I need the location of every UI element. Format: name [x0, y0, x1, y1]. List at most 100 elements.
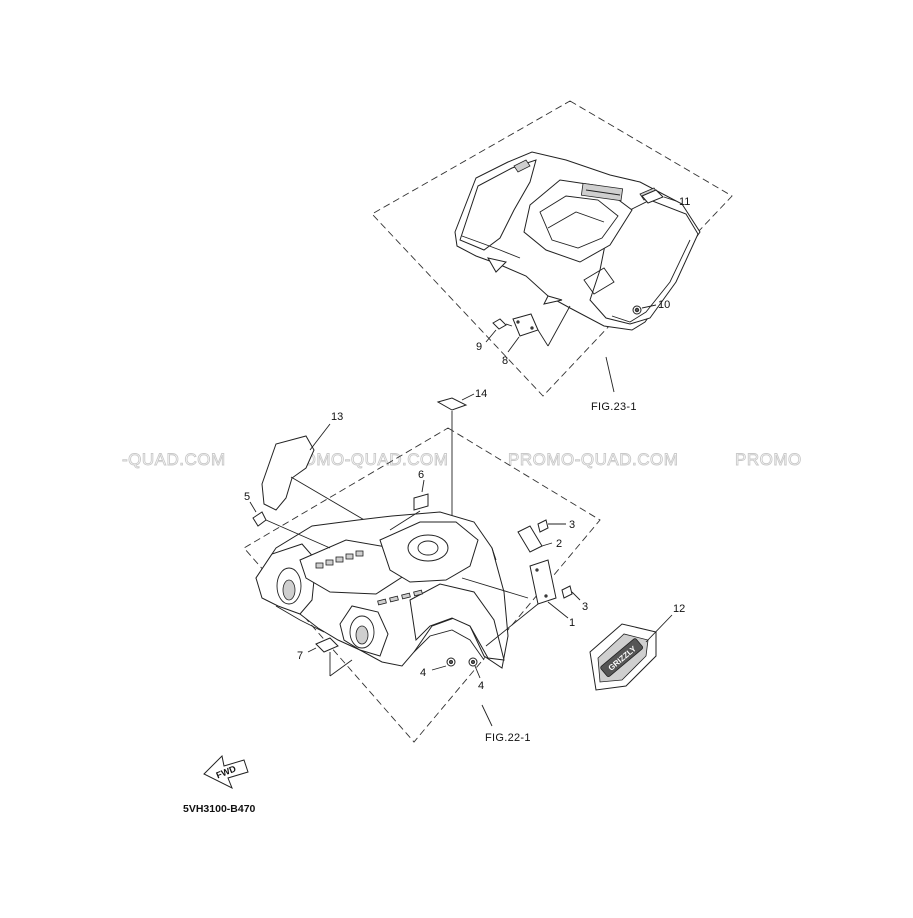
rear-fender-right-flap	[543, 295, 563, 305]
front-fender-mount	[491, 547, 497, 561]
watermark-text-4: PROMO	[735, 450, 802, 469]
front-fender-right-headlight-lens	[355, 625, 369, 645]
emblem-badge-bg	[600, 638, 644, 677]
leader-5-body	[329, 659, 353, 677]
part-8-hole-2	[530, 326, 534, 330]
leader-6	[421, 479, 425, 493]
vent-2	[325, 559, 334, 566]
leader-5	[307, 647, 317, 653]
fig-ref-front: FIG.22-1	[485, 732, 531, 744]
part-11-decal	[641, 189, 664, 204]
leader-8	[507, 336, 520, 353]
grill-slot-3	[401, 592, 411, 600]
front-fender-tank-cap	[417, 540, 439, 556]
callout-1: 1	[569, 617, 575, 629]
part-1-plate	[529, 559, 557, 605]
callout-3-upper: 3	[569, 519, 575, 531]
leader-3-lower	[571, 591, 581, 601]
leader-7-body	[265, 519, 331, 549]
part-9-clip-shaft	[505, 323, 513, 327]
callout-5: 7	[297, 650, 303, 662]
rear-fender-edge-line-1	[461, 235, 521, 259]
front-fender-lower-edge-1	[275, 605, 325, 633]
part-2-plate	[517, 525, 543, 553]
leader-1	[547, 601, 569, 619]
rear-fender	[454, 151, 701, 331]
grill-slot-1	[377, 598, 387, 606]
part-4-grommet-right-hole	[470, 660, 475, 665]
vent-4	[345, 553, 354, 560]
rear-fender-rack-line	[585, 189, 621, 196]
leader-2	[541, 542, 553, 547]
rear-fender-cargo-inner	[539, 195, 619, 249]
front-fender-right-side	[409, 583, 505, 661]
part-6-decal	[413, 493, 429, 511]
leader-6-body	[389, 510, 421, 531]
callout-14: 14	[475, 388, 487, 400]
front-fender-grill	[377, 589, 423, 606]
part-5-decal	[315, 637, 339, 653]
leader-10	[641, 304, 657, 309]
callout-2: 2	[556, 538, 562, 550]
watermark-text-3: PROMO-QUAD.COM	[508, 450, 678, 469]
front-fender-left-headlight-lens	[282, 579, 296, 601]
leader-8-fender	[547, 305, 571, 347]
front-fender-tank-cap-ring	[407, 534, 449, 562]
callout-4-right: 4	[478, 680, 484, 692]
leader-1-fender	[461, 577, 529, 599]
part-1-hole-2	[544, 594, 548, 598]
callout-11: 11	[679, 196, 690, 208]
leader-9	[485, 329, 497, 343]
rear-fender-cargo-rib	[547, 211, 605, 229]
front-fender-right-headlight	[349, 615, 375, 649]
part-12-emblem: GRIZZLY	[589, 623, 657, 691]
part-8-plate	[512, 313, 539, 337]
callout-4-left: 4	[420, 667, 426, 679]
leader-fig-23-1	[605, 356, 615, 393]
part-9-clip	[492, 318, 507, 330]
forward-arrow: FWD	[203, 754, 249, 790]
leader-14	[461, 393, 475, 401]
part-1-hole-1	[535, 568, 539, 572]
leader-fig-22-1	[481, 704, 493, 727]
rear-fender-edge-line-2	[611, 239, 691, 323]
front-fender-group-outline	[243, 427, 601, 743]
leader-4-left	[431, 665, 447, 671]
part-3-rivet-lower	[561, 585, 573, 599]
leader-11	[663, 196, 677, 202]
front-fender-vent-row	[315, 550, 364, 569]
rear-fender-left-flap	[487, 257, 507, 273]
part-7-cap	[252, 511, 267, 527]
callout-12: 12	[673, 603, 685, 615]
grill-slot-2	[389, 595, 399, 603]
vent-5	[355, 550, 364, 557]
part-10-grommet-hole	[634, 307, 640, 313]
leader-12	[645, 614, 673, 643]
fig-ref-rear: FIG.23-1	[591, 401, 637, 413]
watermark: -QUAD.COM PROMO-QUAD.COM PROMO-QUAD.COM …	[122, 450, 802, 470]
leader-1-body	[485, 603, 539, 647]
leader-13	[309, 423, 331, 451]
part-14-decal	[436, 397, 468, 411]
callout-10: 10	[658, 299, 670, 311]
rear-fender-cargo-well	[523, 179, 633, 263]
rear-fender-light-recess	[583, 267, 615, 295]
leader-4-right	[474, 665, 481, 679]
front-fender-left-headlight	[276, 567, 302, 605]
callout-6: 6	[418, 469, 424, 481]
callout-8: 8	[502, 355, 508, 367]
front-fender-wheel-arch	[413, 629, 485, 661]
grill-slot-4	[413, 589, 423, 597]
callout-3-lower: 3	[582, 601, 588, 613]
vent-3	[335, 556, 344, 563]
part-8-hole-1	[516, 320, 520, 324]
diagram-part-number: 5VH3100-B470	[183, 803, 256, 815]
front-fender-console	[299, 539, 411, 595]
part-3-rivet-upper	[537, 519, 549, 533]
front-fender	[255, 511, 509, 669]
callout-13: 13	[331, 411, 343, 423]
watermark-text-1: -QUAD.COM	[122, 450, 226, 469]
leader-7	[249, 501, 257, 513]
